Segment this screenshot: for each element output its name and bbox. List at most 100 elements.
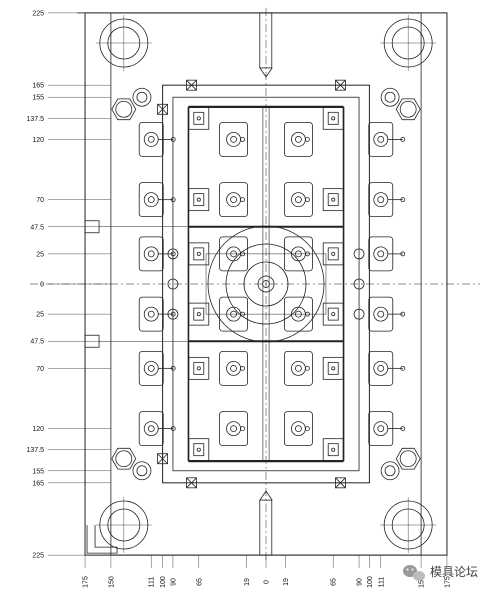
cavity-vent (305, 426, 310, 432)
watermark-text: 模具论坛 (430, 565, 478, 579)
gate-point (331, 251, 336, 256)
bottom-dimension-label: 175 (444, 576, 451, 588)
side-vent (400, 365, 406, 371)
side-pin (377, 425, 385, 433)
cavity-vent (240, 426, 245, 432)
sprue-sleeve-top (259, 12, 273, 69)
side-core (143, 360, 159, 376)
hex-bolt (111, 447, 137, 470)
bottom-dimension-label: 100 (367, 576, 374, 588)
ejector-pin (353, 308, 365, 320)
hex-bolt-inner (115, 100, 133, 118)
bottom-dimension-label: 90 (357, 578, 364, 586)
cavity-pin (230, 425, 237, 433)
ejector-pin (353, 278, 365, 290)
side-pin (147, 196, 155, 204)
side-core (373, 360, 389, 376)
cavity-pin (230, 310, 237, 318)
cavity-pin (295, 310, 302, 318)
bottom-dimension-label: 90 (170, 578, 177, 586)
side-core (143, 246, 159, 262)
center-ring-outer (207, 225, 325, 343)
insert-inner (172, 96, 360, 472)
cavity-pin (295, 196, 302, 204)
marker-x (157, 103, 168, 115)
return-pin (380, 461, 400, 481)
cavity-vent (305, 136, 310, 142)
bottom-dimension-label: 175 (83, 576, 90, 588)
side-pin (377, 135, 385, 143)
gate-point (331, 447, 336, 452)
side-pin (147, 250, 155, 258)
marker-box (186, 79, 197, 91)
left-dimension-label: 47.5 (30, 224, 44, 231)
gate-block (322, 356, 344, 380)
return-pin-inner (136, 465, 148, 477)
cavity-block (219, 411, 248, 447)
side-core (373, 131, 389, 147)
center-ring (225, 243, 307, 325)
gate-inner (193, 307, 205, 321)
sprue-tip-top (259, 67, 273, 78)
side-vent (400, 251, 406, 257)
gate-inner (327, 307, 339, 321)
side-pin (147, 310, 155, 318)
gate-inner (327, 443, 339, 457)
cavity-block (284, 236, 313, 272)
cavity-block (284, 182, 313, 218)
gate-inner (193, 193, 205, 207)
cavity-core (226, 192, 241, 208)
gate-point (331, 197, 336, 202)
side-core (143, 421, 159, 437)
bottom-dimension-label: 65 (196, 578, 203, 586)
cavity-core (291, 192, 306, 208)
cavity-vent (240, 365, 245, 371)
left-dimension-label: 165 (32, 480, 44, 487)
gate-block (188, 302, 210, 326)
cavity-block (219, 182, 248, 218)
ejector-pin (167, 308, 179, 320)
marker-box (186, 477, 197, 489)
marker-x (186, 79, 197, 91)
left-dimension-label: 137.5 (26, 116, 44, 123)
gate-point (196, 366, 201, 371)
hex-bolt-inner (399, 450, 417, 468)
marker-box (157, 453, 169, 465)
gate-inner (327, 247, 339, 261)
side-pin (377, 250, 385, 258)
side-vent (400, 197, 406, 203)
gate-block (188, 356, 210, 380)
cavity-pin (230, 364, 237, 372)
gate-point (196, 447, 201, 452)
gate-point (196, 251, 201, 256)
gate-inner (193, 361, 205, 375)
side-pin (147, 364, 155, 372)
side-vent (170, 311, 176, 317)
return-pin (132, 87, 152, 107)
left-dimension-label: 0 (40, 282, 44, 289)
gate-point (196, 197, 201, 202)
cavity-vent (305, 251, 310, 257)
gate-block (322, 106, 344, 130)
bottom-dimension-label: 65 (331, 578, 338, 586)
side-vent (170, 251, 176, 257)
return-pin-inner (384, 465, 396, 477)
side-core (373, 306, 389, 322)
left-dimension-label: 120 (32, 426, 44, 433)
gate-block (322, 438, 344, 462)
gate-inner (327, 361, 339, 375)
cavity-core (291, 360, 306, 376)
gate-block (322, 188, 344, 212)
mold-geometry (30, 7, 480, 568)
gate-block (188, 242, 210, 266)
cavity-block (219, 236, 248, 272)
cavity-pin (295, 425, 302, 433)
left-dimension-label: 165 (32, 83, 44, 90)
cavity-pin (295, 135, 302, 143)
gate-inner (193, 443, 205, 457)
left-dimension-label: 137.5 (26, 447, 44, 454)
marker-x (186, 477, 197, 489)
gate-block (188, 106, 210, 130)
cavity-core (226, 131, 241, 147)
